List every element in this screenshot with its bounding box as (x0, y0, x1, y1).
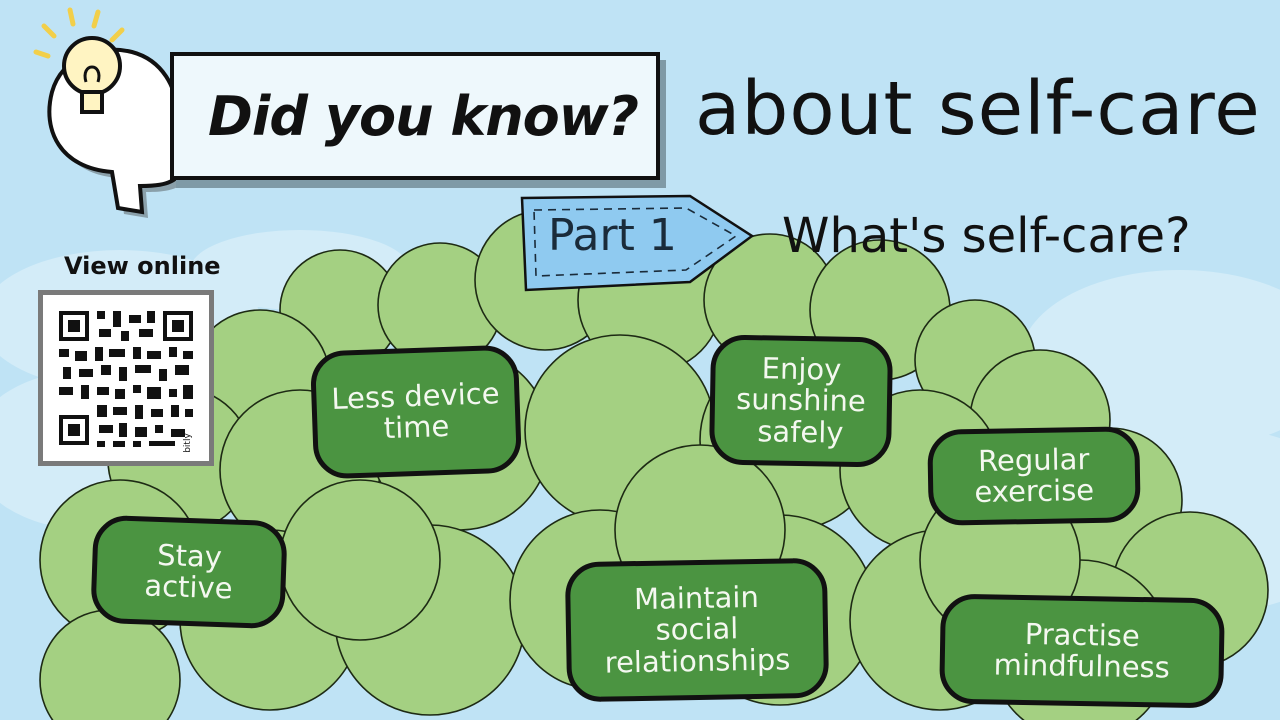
title-banner: Did you know? (170, 52, 660, 180)
tip-maintain-social-relationships: Maintain social relationships (564, 557, 830, 703)
tip-enjoy-sunshine: Enjoy sunshine safely (708, 334, 894, 468)
qr-code-icon (59, 311, 193, 447)
subtitle: about self-care (695, 66, 1261, 152)
head-lightbulb-icon (33, 7, 197, 219)
tip-regular-exercise: Regular exercise (927, 426, 1141, 526)
part-label: Part 1 (548, 210, 677, 261)
tip-practise-mindfulness: Practise mindfulness (939, 593, 1225, 709)
arrow-tag-icon (520, 194, 755, 292)
tip-less-device-time: Less device time (309, 344, 523, 480)
title-text: Did you know? (208, 84, 639, 148)
section-question: What's self-care? (782, 208, 1191, 264)
qr-caption: View online (64, 252, 221, 280)
qr-brand: bitly (182, 433, 193, 453)
qr-code[interactable] (38, 290, 214, 466)
tip-stay-active: Stay active (90, 514, 288, 630)
